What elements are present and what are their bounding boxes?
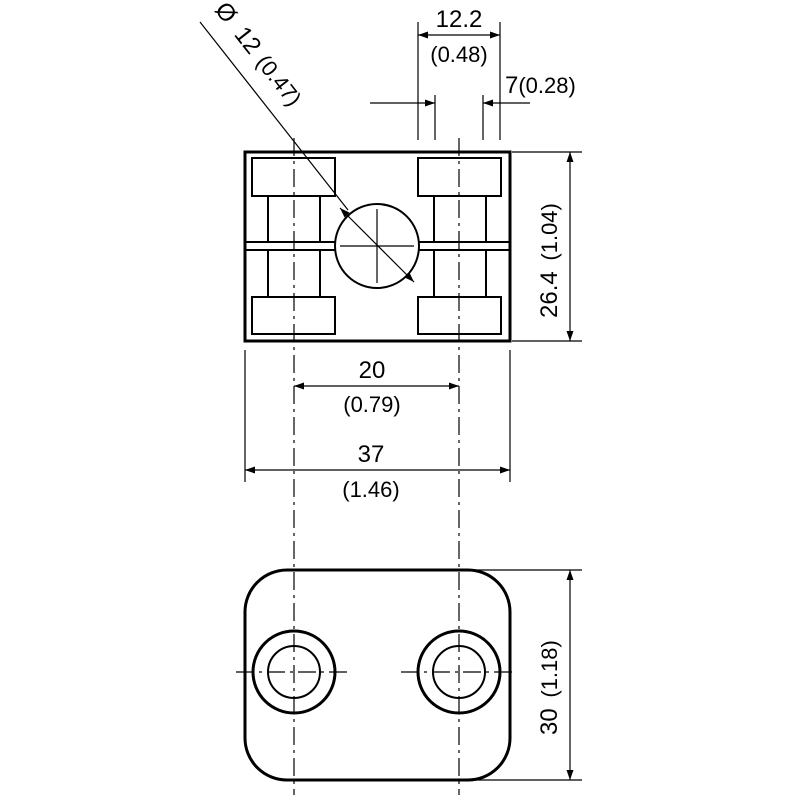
- slot-width-value: 7: [505, 72, 518, 99]
- front-view: [243, 150, 512, 343]
- slot-width-label: 7(0.28): [505, 72, 576, 99]
- top-width-inch: (0.48): [430, 42, 487, 67]
- height-inch: (1.04): [537, 203, 562, 260]
- dim-slot-width: 7(0.28): [370, 72, 576, 140]
- diameter-label: Ø 12 (0.47): [209, 0, 307, 111]
- bottom-height-label: 30 (1.18): [536, 640, 563, 735]
- diameter-leader: [199, 21, 349, 211]
- dim-top-width: 12.2 (0.48): [417, 6, 501, 140]
- diameter-value: 12: [229, 22, 267, 60]
- hole-spacing-value: 20: [359, 357, 386, 384]
- screw-shank-top-right: [433, 195, 487, 243]
- bottom-height-inch: (1.18): [537, 640, 562, 697]
- plate-outline: [243, 568, 512, 782]
- diameter-inch: (0.47): [251, 50, 306, 111]
- diameter-symbol: Ø: [209, 0, 242, 28]
- bottom-height-value: 30: [536, 708, 563, 735]
- clamp-body-outline: [243, 150, 512, 343]
- height-label: 26.4 (1.04): [536, 203, 563, 318]
- overall-width-value: 37: [358, 441, 385, 468]
- dim-bottom-height: 30 (1.18): [470, 569, 582, 781]
- top-width-value: 12.2: [436, 6, 483, 33]
- dim-hole-spacing: 20 (0.79): [294, 357, 459, 417]
- bottom-view: [236, 568, 517, 782]
- hole-spacing-inch: (0.79): [343, 392, 400, 417]
- dim-overall-width: 37 (1.46): [244, 350, 511, 502]
- overall-width-inch: (1.46): [342, 477, 399, 502]
- slot-width-inch: (0.28): [518, 73, 575, 98]
- screw-shank-bottom-right: [433, 249, 487, 298]
- center-lines: [293, 138, 460, 795]
- screw-head-top-right: [417, 157, 502, 197]
- dim-height: 26.4 (1.04): [512, 151, 582, 342]
- height-value: 26.4: [536, 271, 563, 318]
- diameter-arrow-line: [339, 207, 415, 283]
